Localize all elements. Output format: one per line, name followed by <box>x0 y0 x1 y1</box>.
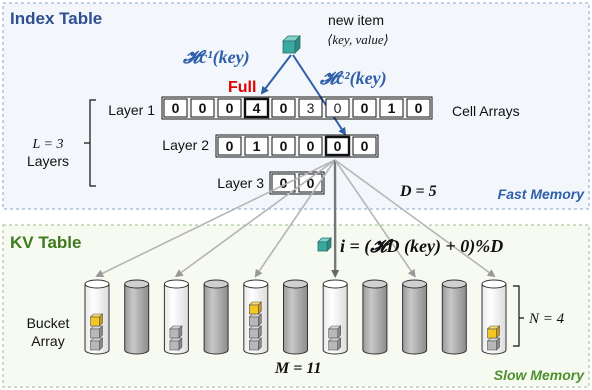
new-item-label: new item <box>328 12 384 28</box>
cell-box <box>271 98 296 118</box>
bucket-10 <box>441 279 467 355</box>
bucket-arrow <box>334 159 416 278</box>
cell-value: 0 <box>415 100 423 116</box>
gray-cube-icon <box>89 325 104 339</box>
cell-box <box>271 136 296 156</box>
cell-value: 0 <box>334 100 342 116</box>
bucket-9 <box>402 279 428 355</box>
cell-value: 4 <box>253 100 261 116</box>
cell-value: 0 <box>361 138 369 154</box>
cell-value: 0 <box>334 138 342 154</box>
bucket-2 <box>124 279 150 355</box>
cell-box <box>324 135 351 157</box>
bucket-arrow <box>254 159 336 278</box>
gray-cube-icon <box>248 313 263 327</box>
new-item-kv: ⟨key, value⟩ <box>327 32 388 47</box>
layer-1-label: Layer 1 <box>108 102 155 118</box>
bucket-8 <box>362 279 388 355</box>
cell-value: 0 <box>199 100 207 116</box>
cell-box <box>243 97 270 119</box>
full-label: Full <box>228 79 256 96</box>
cell-value: 1 <box>253 138 261 154</box>
bucket-3 <box>163 279 189 355</box>
gray-cube-icon <box>327 325 342 339</box>
new-item-cube-icon <box>282 35 301 54</box>
bucket-4 <box>203 279 229 355</box>
layers-count-label: L = 3 <box>32 137 64 152</box>
cell-value: 0 <box>226 138 234 154</box>
formula-cube-icon <box>317 237 332 252</box>
hash1-label: 𝓗c¹(key) <box>182 47 250 68</box>
bucket-6 <box>283 279 308 355</box>
cell-value: 0 <box>307 175 315 191</box>
gray-cube-icon <box>248 337 263 351</box>
kv-table-title: KV Table <box>10 233 81 252</box>
hash1-arrow <box>260 54 292 95</box>
cell-value: 0 <box>361 100 369 116</box>
bucket-1 <box>84 279 110 355</box>
gray-cube-icon <box>89 337 104 351</box>
layers-word-label: Layers <box>27 153 69 169</box>
bucket-label-line2: Array <box>31 333 64 349</box>
cell-box <box>298 136 323 156</box>
cell-box <box>379 98 404 118</box>
cell-array-frame <box>269 171 325 195</box>
cell-box <box>352 98 377 118</box>
m-value-label: M = 11 <box>274 360 321 377</box>
cell-box <box>298 98 323 118</box>
bucket-arrow <box>334 159 496 278</box>
yellow-cube-icon <box>89 313 104 327</box>
layer-2-label: Layer 2 <box>162 137 209 153</box>
cell-array-frame <box>215 134 379 158</box>
layers-brace <box>84 99 96 187</box>
index-table-title: Index Table <box>10 9 102 28</box>
cell-box <box>406 98 431 118</box>
n-value-label: N = 4 <box>528 311 565 327</box>
cell-value: 0 <box>280 100 288 116</box>
cell-box <box>190 98 215 118</box>
cell-value: 1 <box>388 100 396 116</box>
cell-arrays-label: Cell Arrays <box>452 103 520 119</box>
hash2-arrow <box>292 54 347 136</box>
bucket-label-line1: Bucket <box>27 315 70 331</box>
gray-cube-icon <box>327 337 342 351</box>
cell-box <box>325 98 350 118</box>
bucket-array <box>84 279 507 355</box>
layer-1-cells: 0 0 0 4 0 3 0 0 1 0 <box>161 96 433 120</box>
cell-array-frame <box>161 96 433 120</box>
cell-value: 0 <box>280 138 288 154</box>
bucket-11 <box>481 279 507 355</box>
bucket-7 <box>322 279 348 355</box>
gray-cube-icon <box>248 325 263 339</box>
bucket-arrow <box>174 159 336 278</box>
yellow-cube-icon <box>248 301 263 315</box>
n-bracket <box>513 285 524 347</box>
yellow-cube-icon <box>486 325 501 339</box>
layer-3-label: Layer 3 <box>217 175 264 191</box>
cell-value: 0 <box>307 138 315 154</box>
cell-box <box>352 136 377 156</box>
hash2-label: 𝓗c²(key) <box>319 68 387 89</box>
fast-memory-label: Fast Memory <box>498 186 586 202</box>
d-value-label: D = 5 <box>399 183 437 200</box>
layer-2-cells: 0 1 0 0 0 0 <box>215 134 379 158</box>
gray-cube-icon <box>169 325 183 339</box>
cell-box <box>217 136 242 156</box>
kv-arrows <box>95 159 496 278</box>
gray-cube-icon <box>169 337 183 351</box>
cell-box <box>217 98 242 118</box>
cell-value: 0 <box>226 100 234 116</box>
bucket-arrow <box>95 159 336 277</box>
index-formula: i = (𝓗D (key) + 0)%D <box>340 236 503 257</box>
cell-value: 3 <box>307 100 315 116</box>
cell-box <box>244 136 269 156</box>
cell-value: 0 <box>172 100 180 116</box>
cell-box <box>163 98 188 118</box>
slow-memory-label: Slow Memory <box>494 367 585 383</box>
bucket-5 <box>243 279 269 355</box>
cell-value: 0 <box>280 175 288 191</box>
gray-cube-icon <box>486 337 501 351</box>
